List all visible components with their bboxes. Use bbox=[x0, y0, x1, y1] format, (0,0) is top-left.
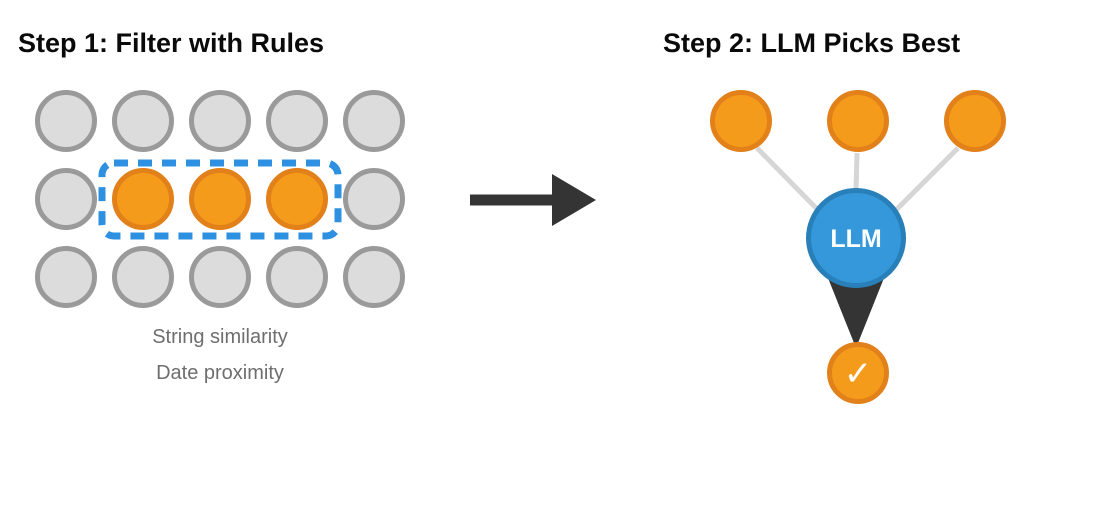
flow-arrow-icon bbox=[470, 174, 596, 226]
llm-candidate-node-3[interactable] bbox=[944, 90, 1006, 152]
grid-circle-candidate[interactable] bbox=[35, 246, 97, 308]
grid-circle-candidate[interactable] bbox=[343, 90, 405, 152]
llm-candidate-nodes bbox=[710, 90, 1006, 152]
llm-edge-3 bbox=[894, 146, 960, 212]
grid-circle-selected[interactable] bbox=[266, 168, 328, 230]
check-icon: ✓ bbox=[844, 354, 873, 394]
llm-edges bbox=[755, 146, 960, 212]
grid-circle-candidate[interactable] bbox=[112, 246, 174, 308]
llm-node: LLM bbox=[806, 188, 906, 288]
llm-edge-1 bbox=[755, 146, 820, 212]
llm-candidate-node-2[interactable] bbox=[827, 90, 889, 152]
llm-candidate-node-1[interactable] bbox=[710, 90, 772, 152]
grid-circle-candidate[interactable] bbox=[189, 90, 251, 152]
grid-circle-candidate[interactable] bbox=[343, 168, 405, 230]
grid-circle-candidate[interactable] bbox=[35, 168, 97, 230]
step1-group: Step 1: Filter with Rules String similar… bbox=[18, 28, 405, 384]
grid-circle-candidate[interactable] bbox=[35, 90, 97, 152]
llm-decision-arrow bbox=[828, 278, 884, 348]
rule-filter-highlight-box bbox=[98, 159, 342, 240]
step2-group: Step 2: LLM Picks Best LLM ✓ bbox=[663, 28, 1006, 404]
grid-circle-selected[interactable] bbox=[112, 168, 174, 230]
grid-circle-candidate[interactable] bbox=[343, 246, 405, 308]
step-flow-arrow bbox=[470, 174, 596, 226]
grid-circle-candidate[interactable] bbox=[112, 90, 174, 152]
grid-circle-candidate[interactable] bbox=[189, 246, 251, 308]
step1-title: Step 1: Filter with Rules bbox=[18, 28, 324, 58]
selected-result-node: ✓ bbox=[827, 342, 889, 404]
llm-node-circle[interactable] bbox=[806, 188, 906, 288]
decision-arrow-icon bbox=[828, 278, 884, 348]
result-node-circle[interactable] bbox=[827, 342, 889, 404]
llm-edge-2 bbox=[853, 152, 860, 191]
grid-circle-selected[interactable] bbox=[189, 168, 251, 230]
rule-caption-2: Date proximity bbox=[156, 362, 284, 384]
candidate-grid bbox=[35, 90, 405, 308]
llm-node-label: LLM bbox=[830, 225, 881, 253]
step2-title: Step 2: LLM Picks Best bbox=[663, 28, 960, 58]
grid-circle-candidate[interactable] bbox=[266, 246, 328, 308]
rule-caption-1: String similarity bbox=[152, 326, 288, 348]
grid-circle-candidate[interactable] bbox=[266, 90, 328, 152]
